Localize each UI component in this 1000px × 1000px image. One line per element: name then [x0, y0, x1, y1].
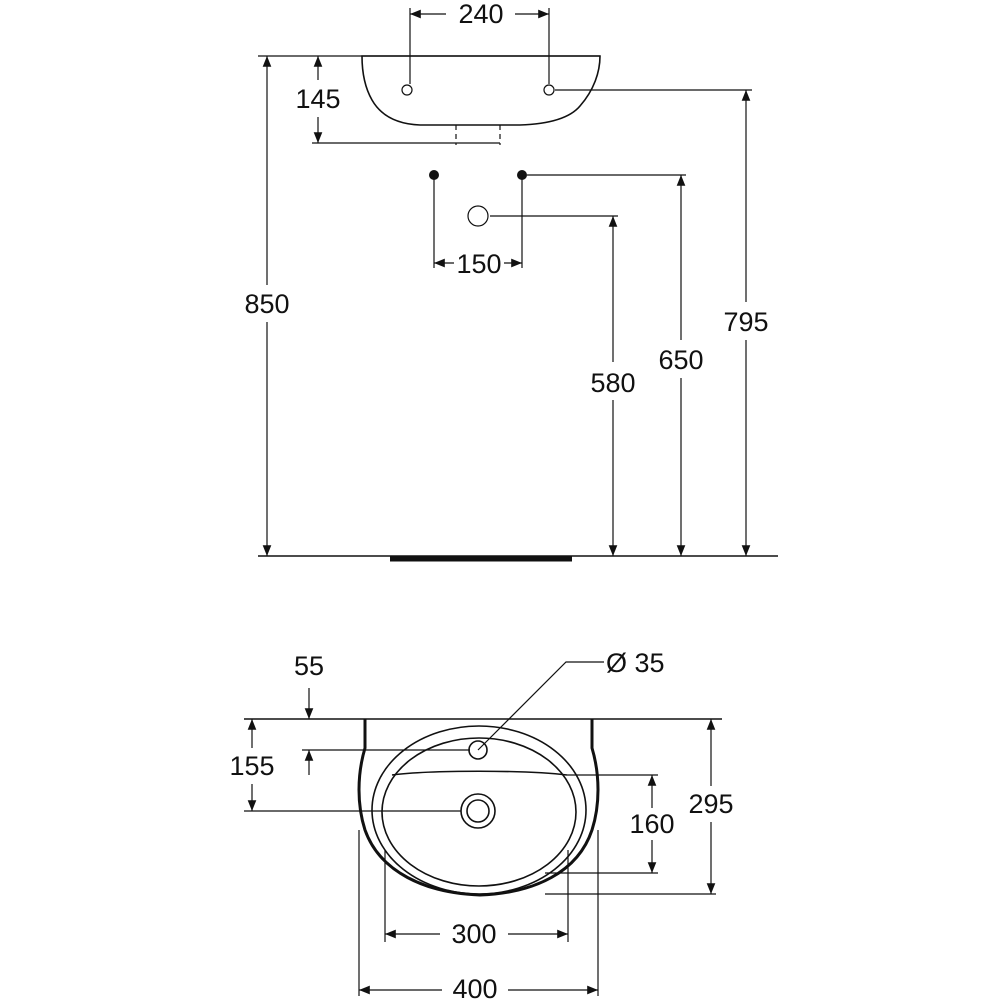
dim-waste-height: 580 [590, 368, 635, 398]
waste-outer [460, 793, 496, 829]
waste-inner [466, 799, 490, 823]
dim-tap-hole-diameter: Ø 35 [606, 648, 665, 678]
waste-point [467, 205, 489, 227]
dim-supply-spacing: 150 [456, 249, 501, 279]
dim-fixing-height: 795 [723, 307, 768, 337]
dim-supply-height: 650 [658, 345, 703, 375]
tap-deck-edge [391, 770, 568, 776]
front-elevation: 240 145 850 150 580 650 [244, 0, 778, 562]
basin-elevation-outline [361, 55, 601, 126]
dim-overall-height: 850 [244, 289, 289, 319]
dim-overall-width: 400 [452, 974, 497, 1000]
dim-waste-offset: 155 [229, 751, 274, 781]
bowl-inner-rim [381, 737, 577, 887]
dim-tap-hole-spacing: 240 [458, 0, 503, 29]
plan-view: Ø 35 55 155 160 295 300 400 [229, 648, 733, 1000]
tap-hole-right [543, 84, 555, 96]
dim-bowl-width: 300 [451, 919, 496, 949]
bowl-outer-rim [371, 725, 587, 895]
basin-outer-outline [357, 719, 600, 897]
waste-outlet-hidden-line [455, 125, 501, 145]
dim-tap-hole-offset: 55 [294, 651, 324, 681]
leader-line [477, 661, 604, 751]
dim-basin-height: 145 [295, 84, 340, 114]
dim-overall-depth: 295 [688, 789, 733, 819]
tap-hole-left [401, 84, 413, 96]
dim-bowl-depth: 160 [629, 809, 674, 839]
